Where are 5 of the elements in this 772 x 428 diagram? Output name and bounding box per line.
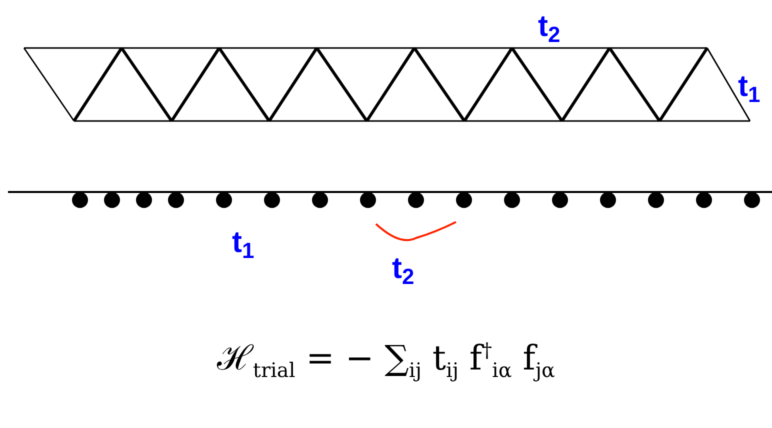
hopping-label: t$_{1}$ bbox=[232, 228, 254, 262]
hopping-label: t$_{2}$ bbox=[392, 254, 414, 288]
hamiltonian-formula: ℋ$_{trial}$ = − ∑$_{ij}$ t$_{ij}$ f$^{†}$$_{iα}$ f$_{jα}$ bbox=[216, 338, 556, 382]
hopping-label: t$_{2}$ bbox=[538, 12, 560, 46]
hopping-label: t$_{1}$ bbox=[738, 72, 760, 106]
